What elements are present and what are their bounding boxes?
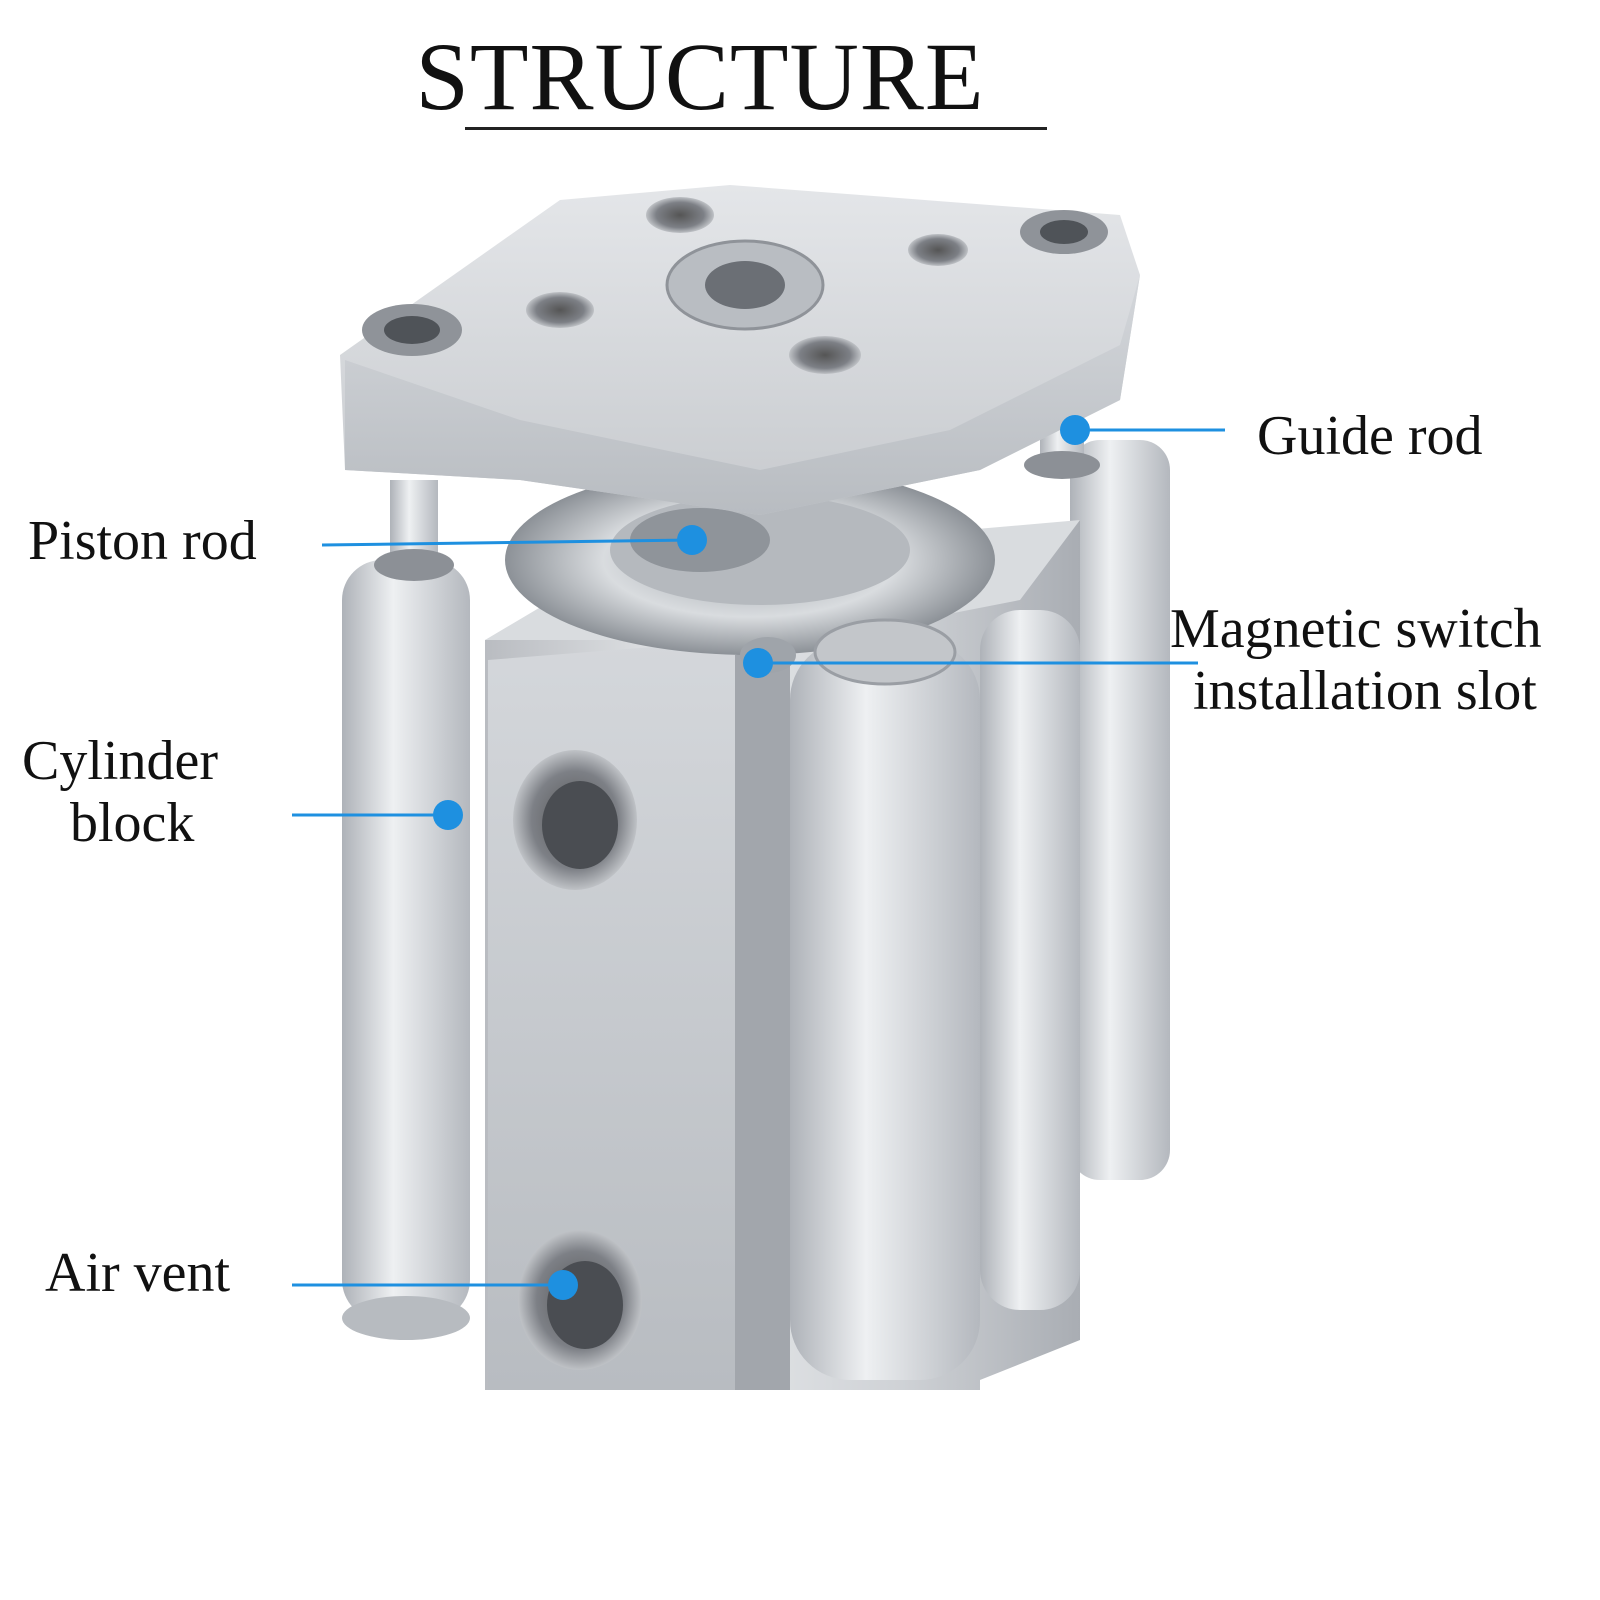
leader-air-vent bbox=[292, 1270, 578, 1300]
pointer-dot-cylinder-block bbox=[433, 800, 463, 830]
pointer-dot-piston-rod bbox=[677, 525, 707, 555]
leader-magnetic-switch-slot bbox=[743, 648, 1198, 678]
leader-piston-rod bbox=[321, 525, 707, 555]
left-guide-tube bbox=[342, 480, 470, 1340]
leader-cylinder-block bbox=[292, 800, 463, 830]
label-air-vent: Air vent bbox=[45, 1242, 231, 1304]
label-magnetic-switch-line2: installation slot bbox=[1193, 660, 1537, 722]
cylinder-body bbox=[485, 465, 1080, 1390]
label-magnetic-switch-line1: Magnetic switch bbox=[1170, 598, 1542, 660]
pointer-dot-air-vent bbox=[548, 1270, 578, 1300]
label-piston-rod: Piston rod bbox=[28, 510, 257, 572]
leader-guide-rod bbox=[1060, 415, 1225, 445]
pointer-dot-magnetic-switch-slot bbox=[743, 648, 773, 678]
label-guide-rod: Guide rod bbox=[1257, 405, 1483, 467]
label-cylinder-block-line1: Cylinder bbox=[22, 730, 218, 792]
pointer-dot-guide-rod bbox=[1060, 415, 1090, 445]
label-cylinder-block-line2: block bbox=[70, 792, 195, 854]
top-plate bbox=[340, 185, 1140, 515]
page-title: STRUCTURE bbox=[415, 23, 985, 130]
title-underline bbox=[465, 127, 1047, 130]
